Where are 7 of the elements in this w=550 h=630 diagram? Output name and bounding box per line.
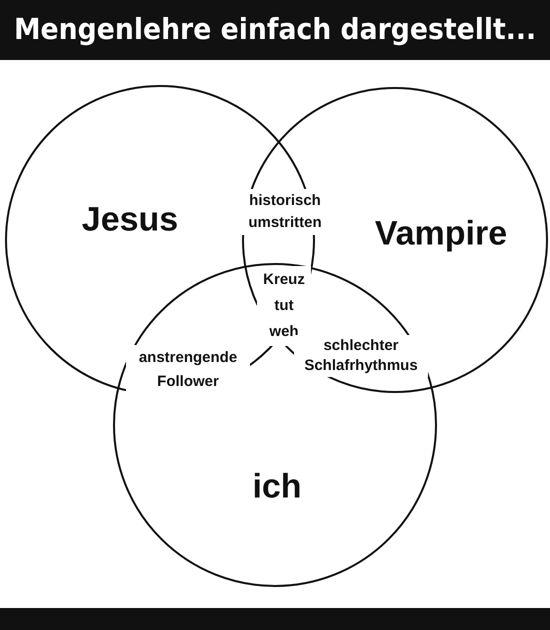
region-label: anstrengende Follower	[126, 345, 250, 395]
set-label: ich	[252, 468, 302, 506]
region-label: Kreuz tut weh	[257, 266, 311, 346]
set-label: Jesus	[82, 200, 178, 240]
title: Mengenlehre einfach dargestellt...	[14, 12, 536, 46]
region-label: schlechter Schlafrhythmus	[294, 335, 428, 377]
set-label: Vampire	[374, 214, 508, 254]
